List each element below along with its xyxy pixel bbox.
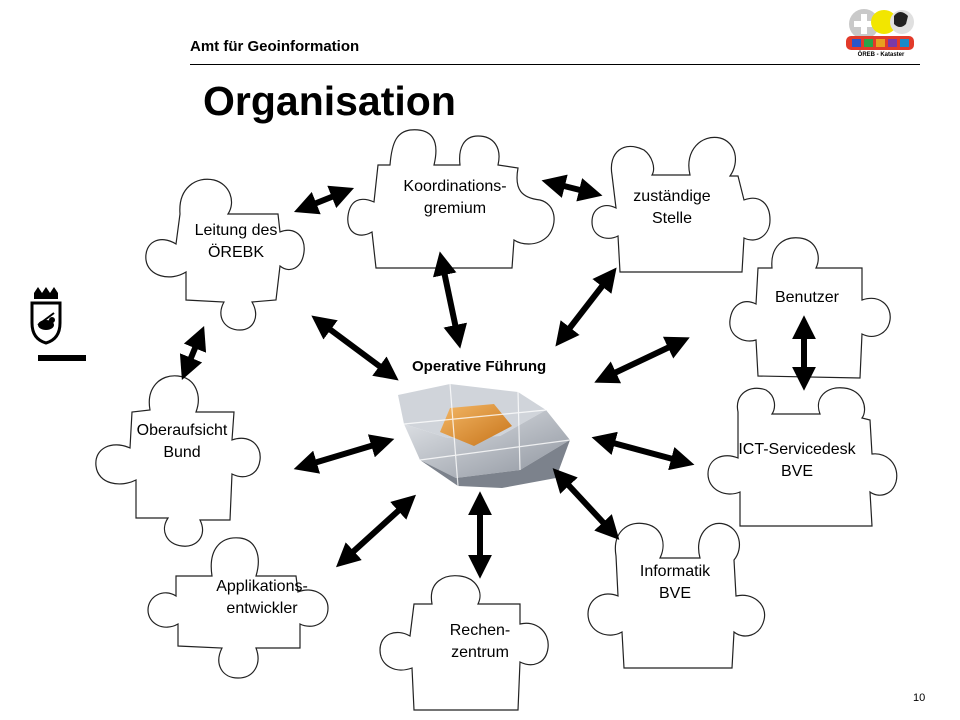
arrow-leitung-koordination: [293, 185, 355, 215]
puzzle-piece-oberaufsicht: [95, 375, 261, 547]
header-divider: [190, 64, 920, 65]
bern-bear-crest-icon: [30, 287, 86, 361]
arrow-center-applikation: [335, 494, 417, 568]
puzzle-piece-rechen: [379, 575, 549, 711]
label-informatik: Informatik BVE: [639, 563, 711, 602]
arrow-leitung-oberaufsicht: [179, 326, 207, 380]
puzzle-piece-leitung: [145, 178, 305, 331]
label-zustaendig: zuständige Stelle: [633, 188, 711, 227]
arrow-center-leitung: [311, 315, 399, 381]
puzzle-piece-applikation: [147, 537, 329, 679]
puzzle-piece-ict: [707, 387, 898, 527]
puzzle-piece-informatik: [587, 522, 766, 669]
arrow-center-benutzer: [594, 336, 690, 384]
page-number: 10: [913, 692, 926, 704]
arrow-center-oberaufsicht: [293, 434, 395, 474]
puzzle-piece-benutzer: [729, 237, 891, 379]
puzzle-cluster-icon: [398, 383, 571, 488]
label-koordination: Koordinations- gremium: [403, 178, 507, 217]
label-applikation: Applikations- entwickler: [216, 578, 308, 617]
page-title: Organisation: [203, 78, 456, 124]
label-benutzer: Benutzer: [774, 289, 840, 306]
label-rechen: Rechen- zentrum: [449, 622, 511, 661]
puzzle-piece-koordination: [347, 129, 555, 269]
arrow-center-ict: [591, 431, 695, 471]
arrow-center-koordination: [432, 251, 468, 349]
header-org-name: Amt für Geoinformation: [190, 38, 360, 55]
label-oberaufsicht: Oberaufsicht Bund: [136, 422, 228, 461]
arrow-center-informatik: [552, 468, 620, 540]
label-ict: ICT-Servicedesk BVE: [738, 441, 856, 480]
arrow-koordination-zustaendig: [541, 174, 603, 202]
center-label: Operative Führung: [412, 358, 547, 375]
oereb-kataster-logo: [842, 4, 920, 62]
arrow-center-zustaendig: [555, 267, 617, 347]
label-leitung: Leitung des ÖREBK: [194, 222, 278, 261]
logo-caption: ÖREB - Kataster: [857, 52, 905, 58]
puzzle-piece-zustaendig: [591, 136, 771, 273]
